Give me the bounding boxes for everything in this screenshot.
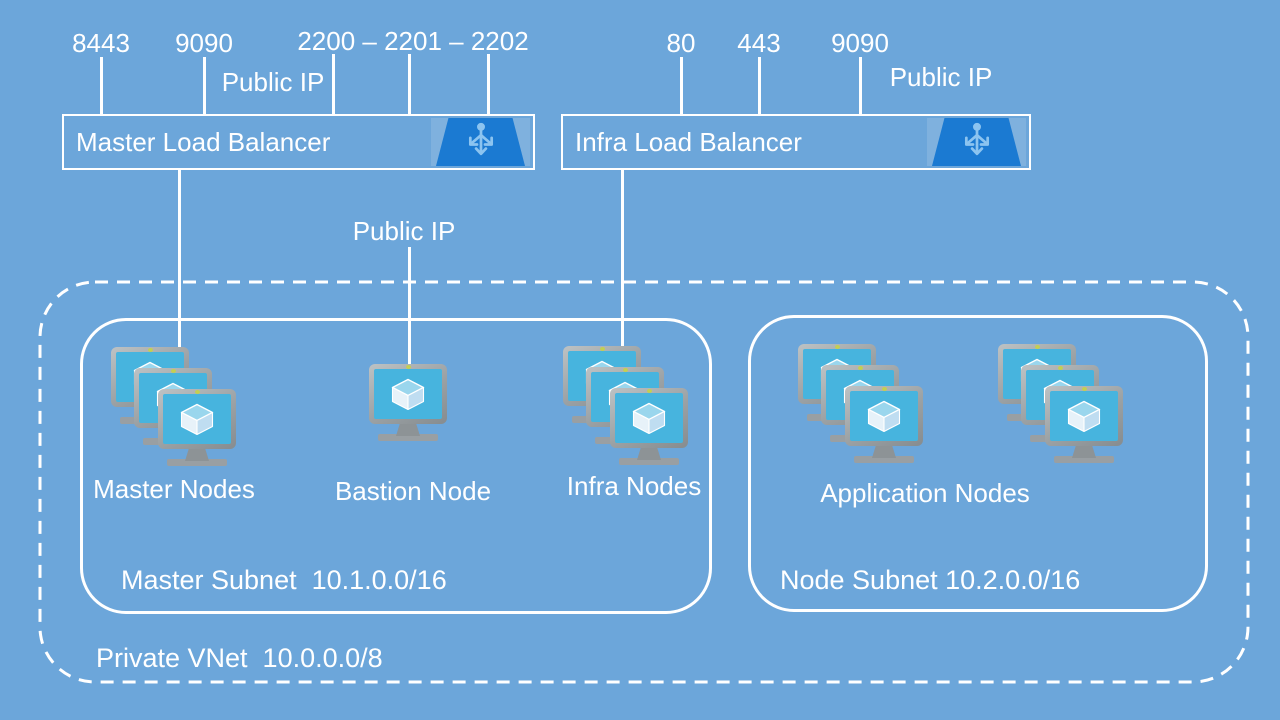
connector-line-8443	[99, 57, 103, 115]
connector-line-2202	[486, 54, 490, 115]
vm-icon	[158, 389, 236, 467]
master-subnet-label: Master Subnet 10.1.0.0/16	[121, 565, 447, 595]
infra-load-balancer-label: Infra Load Balancer	[575, 126, 802, 157]
cube-icon	[391, 378, 425, 410]
port-label-9090-master: 9090	[175, 28, 233, 58]
vm-icon	[845, 386, 923, 464]
master-load-balancer-label: Master Load Balancer	[76, 126, 331, 157]
load-balancer-icon	[927, 118, 1026, 166]
vm-camera-dot	[194, 390, 200, 394]
vm-camera-dot	[1081, 387, 1087, 391]
cube-icon	[1067, 400, 1101, 432]
connector-line-publicip-to-bastion	[407, 247, 411, 372]
port-label-8443: 8443	[72, 28, 130, 58]
public-ip-label-infra: Public IP	[889, 62, 993, 92]
vm-camera-dot	[857, 366, 863, 370]
vm-camera-dot	[622, 368, 628, 372]
vm-camera-dot	[1057, 366, 1063, 370]
port-label-80: 80	[666, 28, 696, 58]
node-subnet-box	[748, 315, 1208, 612]
vm-camera-dot	[1034, 345, 1040, 349]
vm-camera-dot	[834, 345, 840, 349]
connector-line-infralb-to-infranodes	[620, 168, 624, 352]
public-ip-label-bastion: Public IP	[352, 216, 456, 246]
node-subnet-label: Node Subnet 10.2.0.0/16	[780, 565, 1081, 595]
port-label-9090-infra: 9090	[831, 28, 889, 58]
infra-load-balancer-box: Infra Load Balancer	[561, 114, 1031, 170]
load-balancer-arrows-icon	[468, 122, 493, 156]
vm-screen	[850, 391, 918, 441]
vm-screen	[615, 393, 683, 443]
vm-stand	[637, 446, 661, 460]
port-label-2200-2202: 2200 – 2201 – 2202	[297, 26, 529, 56]
connector-line-443	[757, 57, 761, 115]
port-label-443: 443	[737, 28, 781, 58]
master-nodes-label: Master Nodes	[93, 474, 255, 504]
vm-camera-dot	[170, 369, 176, 373]
connector-line-2201	[407, 54, 411, 115]
connector-line-9090-master	[202, 57, 206, 115]
vm-screen	[374, 369, 442, 419]
cube-icon	[632, 402, 666, 434]
infra-nodes-label: Infra Nodes	[566, 471, 702, 501]
private-vnet-label: Private VNet 10.0.0.0/8	[96, 643, 383, 673]
load-balancer-icon	[431, 118, 530, 166]
master-subnet-box	[80, 318, 712, 614]
vm-camera-dot	[646, 389, 652, 393]
vm-stand	[872, 444, 896, 458]
vm-camera-dot	[405, 365, 411, 369]
vm-icon	[610, 388, 688, 466]
vm-screen	[1050, 391, 1118, 441]
load-balancer-arrows-icon	[964, 122, 989, 156]
application-nodes-label: Application Nodes	[820, 478, 1030, 508]
connector-line-masterlb-to-masternodes	[177, 168, 181, 352]
cube-icon	[180, 403, 214, 435]
vm-stand	[396, 422, 420, 436]
connector-line-9090-infra	[858, 57, 862, 115]
vm-camera-dot	[881, 387, 887, 391]
vm-screen	[163, 394, 231, 444]
master-load-balancer-box: Master Load Balancer	[62, 114, 535, 170]
vm-stand	[185, 447, 209, 461]
bastion-node-label: Bastion Node	[334, 476, 492, 506]
vm-icon	[1045, 386, 1123, 464]
vm-camera-dot	[147, 348, 153, 352]
vm-stand	[1072, 444, 1096, 458]
connector-line-2200	[331, 54, 335, 115]
vm-camera-dot	[599, 347, 605, 351]
vm-icon	[369, 364, 447, 442]
public-ip-label-master: Public IP	[221, 67, 325, 97]
cube-icon	[867, 400, 901, 432]
connector-line-80	[679, 57, 683, 115]
